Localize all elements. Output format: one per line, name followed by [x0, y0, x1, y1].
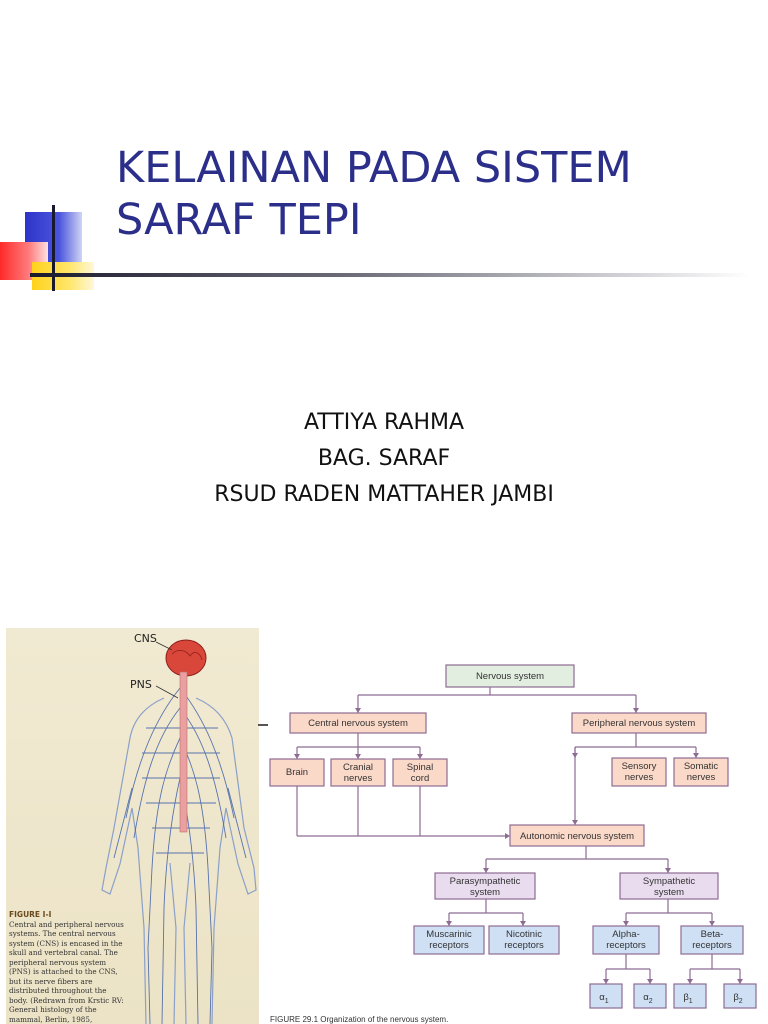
svg-text:Nicotinic: Nicotinic	[506, 929, 542, 940]
arrowheads	[294, 708, 743, 984]
node-sympathetic-system: Sympathetic system	[619, 872, 719, 900]
svg-text:α2: α2	[643, 992, 653, 1005]
decor-vertical-line	[52, 205, 55, 291]
title-line-2: SARAF TEPI	[116, 195, 362, 245]
body-nervous-system-figure: CNS PNS FIGURE I-I Central and periphera…	[6, 628, 259, 1024]
svg-text:receptors: receptors	[504, 940, 544, 951]
node-nervous-system: Nervous system	[445, 664, 575, 688]
body-figure-caption: FIGURE I-I Central and peripheral nervou…	[9, 910, 125, 1024]
svg-text:nerves: nerves	[625, 772, 654, 783]
svg-text:Somatic: Somatic	[684, 761, 719, 772]
svg-text:Autonomic nervous system: Autonomic nervous system	[520, 831, 634, 842]
svg-text:Nervous system: Nervous system	[476, 671, 544, 682]
node-alpha-receptors: Alpha- receptors	[592, 925, 660, 955]
svg-text:Alpha-: Alpha-	[612, 929, 639, 940]
svg-text:Brain: Brain	[286, 767, 308, 778]
node-beta-receptors: Beta- receptors	[680, 925, 744, 955]
svg-text:cord: cord	[411, 773, 429, 784]
institution: RSUD RADEN MATTAHER JAMBI	[214, 482, 554, 507]
node-alpha2: α2	[633, 983, 667, 1009]
svg-text:β1: β1	[683, 992, 692, 1005]
node-muscarinic-receptors: Muscarinic receptors	[413, 925, 485, 955]
node-spinal-cord: Spinal cord	[392, 758, 448, 787]
svg-text:system: system	[654, 887, 684, 898]
node-somatic-nerves: Somatic nerves	[673, 757, 729, 787]
node-beta1: β1	[673, 983, 707, 1009]
department: BAG. SARAF	[317, 446, 451, 471]
brain-shape	[165, 639, 207, 677]
node-cranial-nerves: Cranial nerves	[330, 758, 386, 787]
svg-text:β2: β2	[733, 992, 742, 1005]
svg-text:α1: α1	[599, 992, 609, 1005]
slide-title: KELAINAN PADA SISTEM SARAF TEPI	[116, 142, 736, 246]
spinal-cord-shape	[179, 671, 188, 833]
svg-text:Beta-: Beta-	[701, 929, 724, 940]
svg-text:receptors: receptors	[692, 940, 732, 951]
svg-text:receptors: receptors	[429, 940, 469, 951]
author-name: ATTIYA RAHMA	[303, 410, 465, 435]
title-line-1: KELAINAN PADA SISTEM	[116, 143, 632, 193]
svg-text:Central nervous system: Central nervous system	[308, 718, 408, 729]
pns-label: PNS	[130, 678, 152, 691]
svg-text:Spinal: Spinal	[407, 762, 433, 773]
node-nicotinic-receptors: Nicotinic receptors	[488, 925, 560, 955]
node-autonomic-nervous-system: Autonomic nervous system	[509, 824, 645, 847]
node-beta2: β2	[723, 983, 757, 1009]
node-brain: Brain	[269, 758, 325, 787]
svg-text:Peripheral nervous system: Peripheral nervous system	[583, 718, 696, 729]
dash-mark	[258, 724, 268, 726]
node-alpha1: α1	[589, 983, 623, 1009]
caption-title: FIGURE I-I	[9, 910, 52, 919]
node-parasympathetic-system: Parasympathetic system	[434, 872, 536, 900]
body-illustration	[101, 639, 257, 1024]
node-peripheral-nervous-system: Peripheral nervous system	[571, 712, 707, 734]
title-underline	[30, 273, 750, 277]
svg-text:receptors: receptors	[606, 940, 646, 951]
caption-text: Central and peripheral nervous systems. …	[9, 919, 124, 1024]
connectors	[296, 687, 741, 984]
nervous-system-org-chart: Nervous system Central nervous system Pe…	[269, 664, 757, 1024]
svg-text:Parasympathetic: Parasympathetic	[450, 876, 521, 887]
svg-text:Sympathetic: Sympathetic	[643, 876, 696, 887]
svg-text:Muscarinic: Muscarinic	[426, 929, 472, 940]
node-central-nervous-system: Central nervous system	[289, 712, 427, 734]
org-chart-caption: FIGURE 29.1 Organization of the nervous …	[270, 1015, 448, 1024]
svg-text:Sensory: Sensory	[622, 761, 657, 772]
svg-text:nerves: nerves	[344, 773, 373, 784]
svg-text:system: system	[470, 887, 500, 898]
cns-label: CNS	[134, 632, 157, 645]
svg-text:nerves: nerves	[687, 772, 716, 783]
svg-text:Cranial: Cranial	[343, 762, 373, 773]
node-sensory-nerves: Sensory nerves	[611, 757, 667, 787]
